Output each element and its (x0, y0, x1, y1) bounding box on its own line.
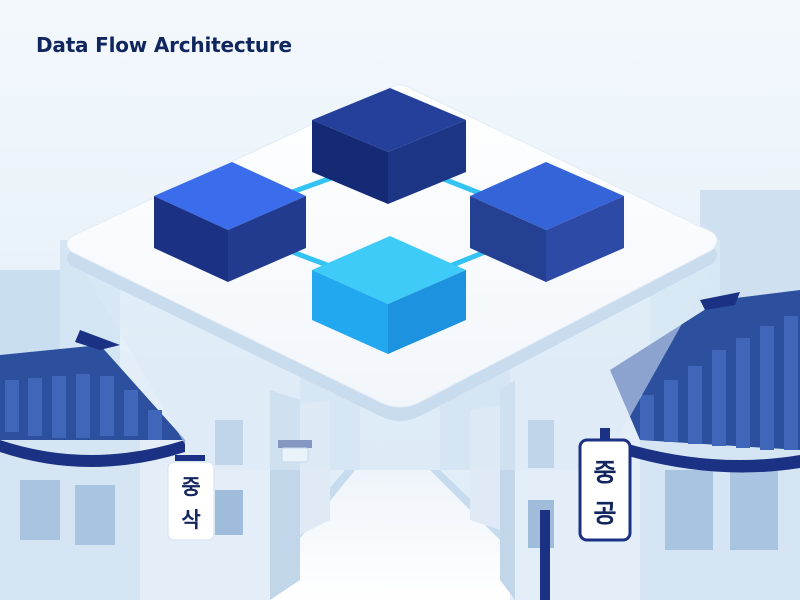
right-sign-char-2: 공 (593, 499, 616, 528)
left-sign-char-2: 삭 (181, 508, 200, 532)
page-title: Data Flow Architecture (36, 33, 292, 57)
node-bottom (312, 236, 466, 354)
node-left (154, 162, 306, 282)
left-sign: 중 삭 (167, 455, 215, 541)
right-sign: 중 공 (578, 428, 632, 542)
node-top (312, 88, 466, 204)
right-sign-char-1: 중 (593, 458, 616, 487)
left-sign-char-1: 중 (181, 475, 200, 499)
street (250, 470, 560, 600)
right-roof (610, 290, 800, 473)
node-right (470, 162, 624, 282)
left-roof (0, 330, 185, 467)
